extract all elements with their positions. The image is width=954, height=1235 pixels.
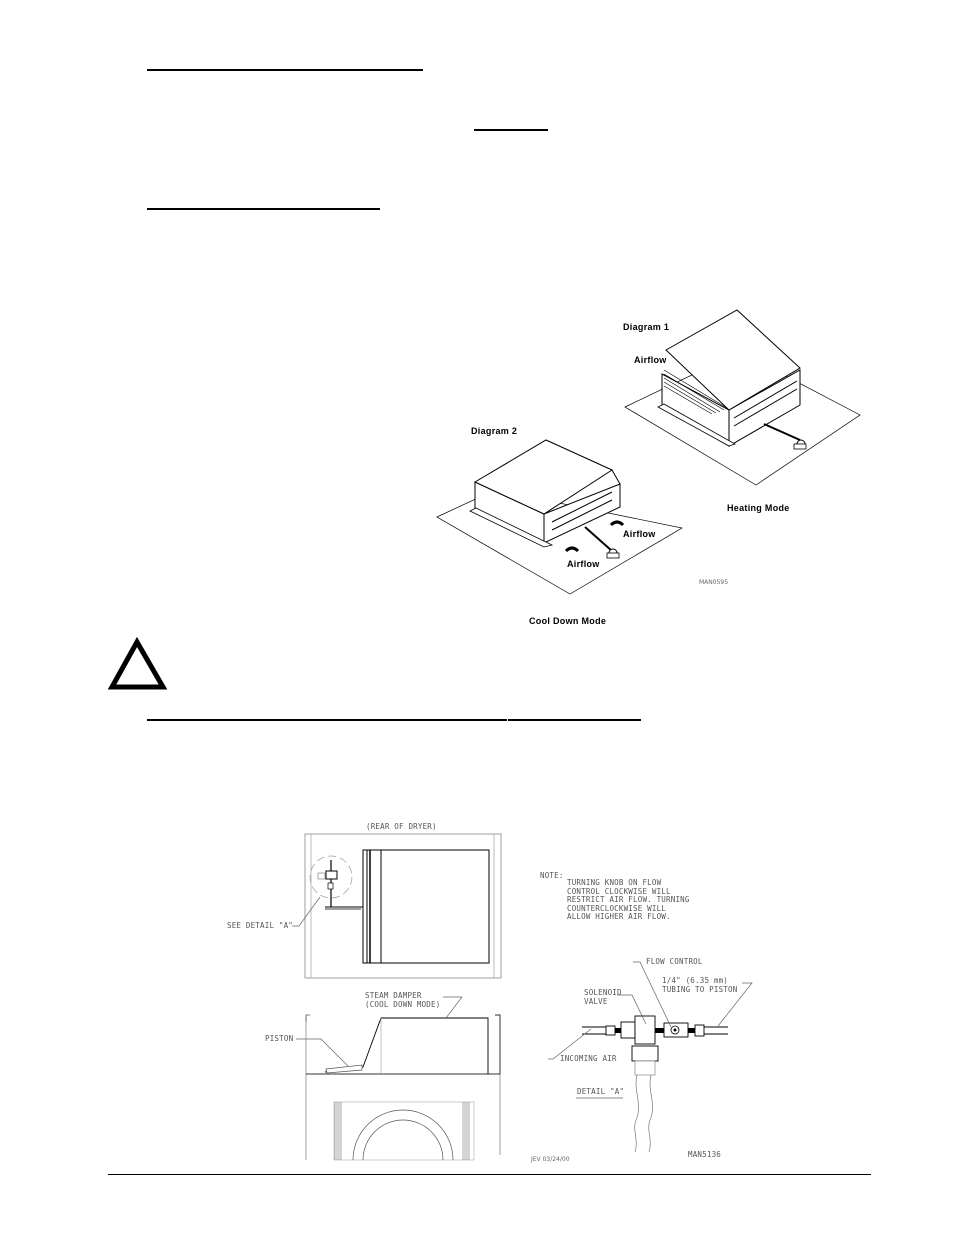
flow-control-label: FLOW CONTROL [646, 957, 703, 966]
heating-mode-label: Heating Mode [727, 503, 790, 513]
incoming-air-label: INCOMING AIR [560, 1054, 617, 1063]
note-line: RESTRICT AIR FLOW. TURNING [567, 895, 690, 904]
diagram-2-airflow-label-1: Airflow [623, 529, 656, 539]
steam-damper-label-line2: (COOL DOWN MODE) [365, 999, 441, 1009]
note-heading: NOTE: [540, 871, 564, 880]
heading-underline-1 [147, 69, 423, 71]
diagram-2-cool-down-mode-drawing [436, 439, 683, 595]
note-line: CONTROL CLOCKWISE WILL [567, 886, 671, 896]
diagram-2-title: Diagram 2 [471, 426, 518, 436]
piston-label: PISTON [265, 1034, 294, 1043]
note-line: ALLOW HIGHER AIR FLOW. [567, 912, 671, 921]
tubing-label-line1: 1/4" (6.35 mm) [662, 976, 729, 985]
note-line: TURNING KNOB ON FLOW [567, 878, 662, 887]
diagram-1-title: Diagram 1 [623, 322, 670, 332]
revision-stamp: JEV 03/24/00 [531, 1156, 570, 1163]
steam-damper-label: STEAM DAMPER (COOL DOWN MODE) [365, 991, 441, 1009]
diagram-1-airflow-label: Airflow [634, 355, 667, 365]
rear-of-dryer-title: (REAR OF DRYER) [366, 822, 437, 831]
heading-underline-2 [147, 208, 380, 210]
note-body: TURNING KNOB ON FLOW CONTROL CLOCKWISE W… [567, 878, 690, 922]
warning-triangle-icon [107, 636, 168, 690]
diagram-1-heating-mode-drawing [624, 309, 861, 486]
tubing-label: 1/4" (6.35 mm) TUBING TO PISTON [662, 976, 738, 994]
see-detail-a-label: SEE DETAIL "A" [227, 921, 294, 930]
tubing-label-line2: TUBING TO PISTON [662, 984, 738, 994]
cool-down-mode-label: Cool Down Mode [529, 616, 607, 626]
solenoid-label-line1: SOLENOID [584, 988, 622, 997]
steam-damper-label-line1: STEAM DAMPER [365, 991, 422, 1000]
note-line: COUNTERCLOCKWISE WILL [567, 903, 667, 913]
heading-underline-3b [508, 719, 641, 721]
detail-a-label: DETAIL "A" [577, 1087, 625, 1096]
solenoid-valve-label: SOLENOID VALVE [584, 988, 622, 1006]
drawing-number-man0595: MAN0595 [699, 579, 729, 586]
solenoid-label-line2: VALVE [584, 996, 608, 1006]
inline-emphasis-underline [474, 129, 548, 131]
drawing-number-man5136: MAN5136 [688, 1150, 722, 1159]
heading-underline-3 [147, 719, 507, 721]
diagram-2-airflow-label-2: Airflow [567, 559, 600, 569]
footer-rule [108, 1174, 871, 1175]
